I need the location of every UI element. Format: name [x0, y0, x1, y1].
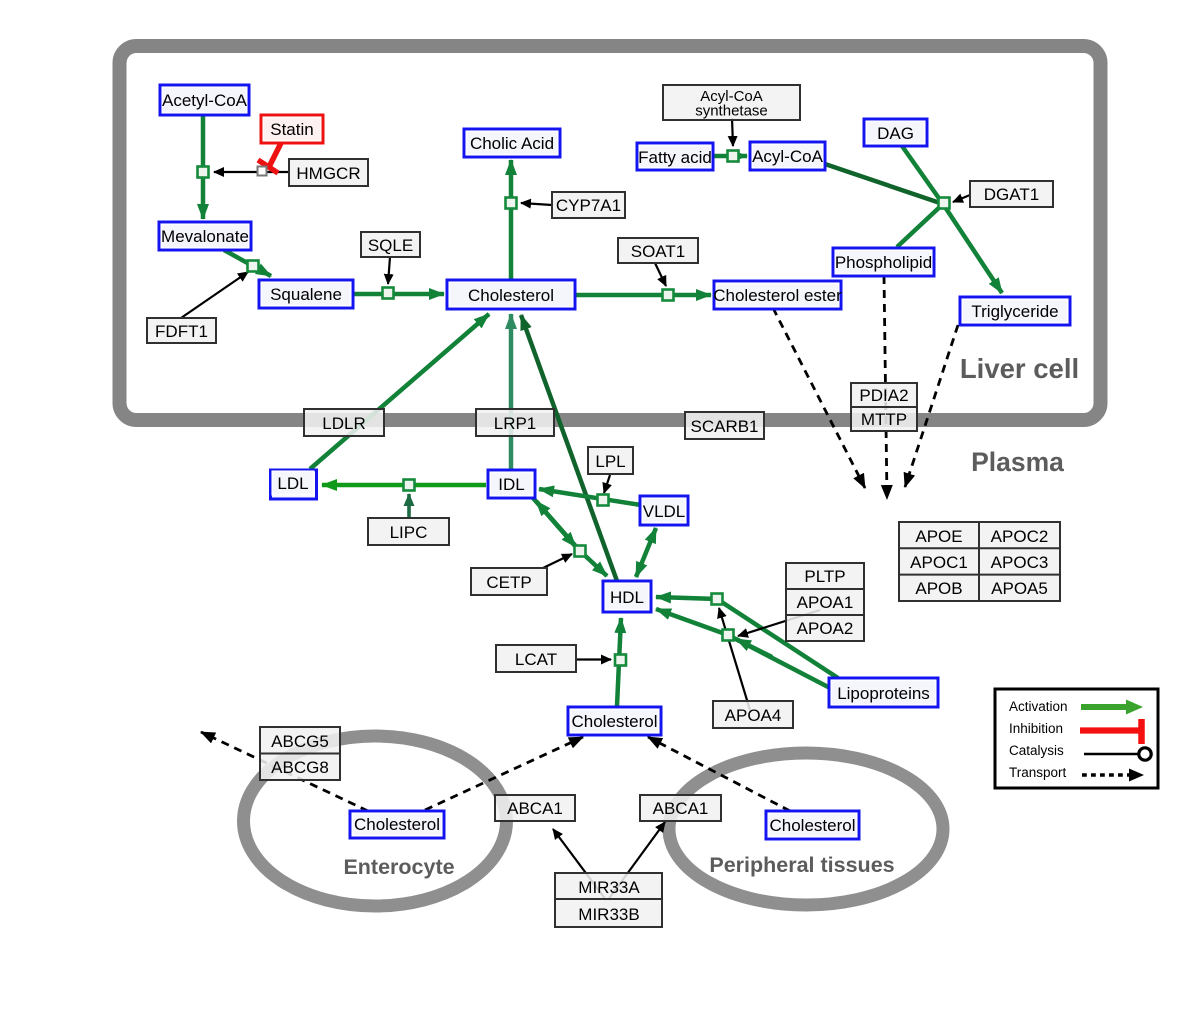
- svg-text:Mevalonate: Mevalonate: [161, 227, 249, 246]
- svg-text:ABCA1: ABCA1: [653, 799, 709, 818]
- svg-text:HDL: HDL: [610, 588, 644, 607]
- svg-text:Cholesterol ester: Cholesterol ester: [713, 286, 842, 305]
- svg-text:LIPC: LIPC: [390, 523, 428, 542]
- svg-text:Acyl-CoA: Acyl-CoA: [700, 88, 763, 105]
- svg-text:CYP7A1: CYP7A1: [556, 196, 621, 215]
- svg-text:MTTP: MTTP: [861, 410, 907, 429]
- svg-text:DGAT1: DGAT1: [984, 185, 1039, 204]
- svg-text:VLDL: VLDL: [643, 502, 686, 521]
- svg-text:Inhibition: Inhibition: [1009, 721, 1063, 736]
- svg-text:LDLR: LDLR: [322, 414, 365, 433]
- svg-text:Cholesterol: Cholesterol: [770, 816, 856, 835]
- svg-text:Acyl-CoA: Acyl-CoA: [752, 147, 824, 166]
- svg-text:APOA2: APOA2: [797, 619, 854, 638]
- svg-text:LRP1: LRP1: [494, 414, 537, 433]
- svg-text:DAG: DAG: [877, 124, 914, 143]
- svg-text:Triglyceride: Triglyceride: [971, 302, 1058, 321]
- svg-text:MIR33B: MIR33B: [578, 905, 639, 924]
- svg-text:ABCG8: ABCG8: [271, 758, 329, 777]
- svg-text:ABCA1: ABCA1: [507, 799, 563, 818]
- svg-text:synthetase: synthetase: [695, 103, 768, 120]
- svg-text:Fatty acid: Fatty acid: [638, 148, 712, 167]
- svg-text:APOB: APOB: [915, 579, 962, 598]
- svg-text:HMGCR: HMGCR: [296, 164, 360, 183]
- svg-text:SQLE: SQLE: [368, 236, 413, 255]
- svg-text:ABCG5: ABCG5: [271, 732, 329, 751]
- svg-text:Activation: Activation: [1009, 699, 1068, 714]
- svg-text:Squalene: Squalene: [270, 285, 342, 304]
- svg-text:Cholesterol: Cholesterol: [354, 815, 440, 834]
- svg-text:APOA5: APOA5: [991, 579, 1048, 598]
- svg-text:Statin: Statin: [270, 120, 313, 139]
- svg-text:APOC2: APOC2: [991, 527, 1049, 546]
- svg-text:IDL: IDL: [498, 475, 524, 494]
- svg-text:FDFT1: FDFT1: [155, 322, 208, 341]
- svg-text:APOA1: APOA1: [797, 593, 854, 612]
- svg-text:PDIA2: PDIA2: [859, 386, 908, 405]
- svg-text:APOA4: APOA4: [725, 706, 782, 725]
- svg-text:SOAT1: SOAT1: [631, 242, 685, 261]
- svg-text:CETP: CETP: [486, 573, 531, 592]
- svg-text:APOC1: APOC1: [910, 553, 968, 572]
- svg-text:Enterocyte: Enterocyte: [343, 855, 454, 879]
- svg-text:Phospholipid: Phospholipid: [835, 253, 932, 272]
- svg-text:LDL: LDL: [277, 474, 308, 493]
- svg-text:APOE: APOE: [915, 527, 962, 546]
- svg-text:APOC3: APOC3: [991, 553, 1049, 572]
- svg-text:Transport: Transport: [1009, 765, 1067, 780]
- svg-text:PLTP: PLTP: [804, 567, 845, 586]
- svg-text:Lipoproteins: Lipoproteins: [837, 684, 930, 703]
- svg-text:Plasma: Plasma: [971, 447, 1064, 477]
- svg-text:Acetyl-CoA: Acetyl-CoA: [162, 91, 248, 110]
- svg-text:Catalysis: Catalysis: [1009, 743, 1064, 758]
- svg-text:LPL: LPL: [595, 452, 625, 471]
- svg-text:Liver cell: Liver cell: [960, 353, 1079, 384]
- svg-text:Cholic Acid: Cholic Acid: [470, 134, 554, 153]
- svg-text:Peripheral tissues: Peripheral tissues: [709, 853, 894, 877]
- svg-text:Cholesterol: Cholesterol: [468, 286, 554, 305]
- svg-text:LCAT: LCAT: [515, 650, 557, 669]
- svg-text:MIR33A: MIR33A: [578, 878, 640, 897]
- svg-text:Cholesterol: Cholesterol: [572, 712, 658, 731]
- svg-text:SCARB1: SCARB1: [690, 417, 758, 436]
